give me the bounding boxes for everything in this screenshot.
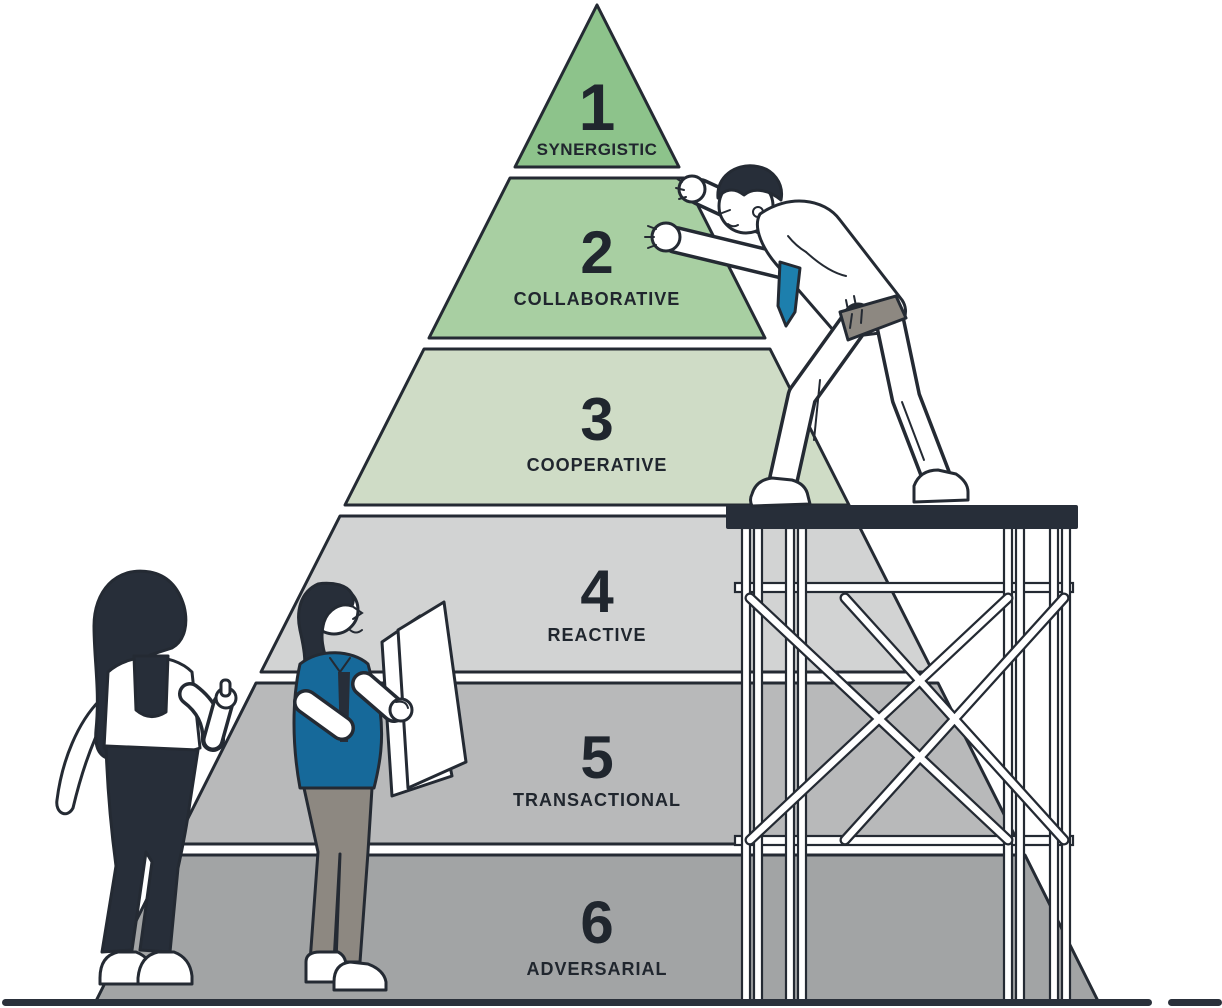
scaffold-rail-lower (733, 834, 1075, 847)
documents (396, 600, 468, 790)
woman-shoe (136, 950, 194, 986)
scaffold-post (1014, 526, 1026, 1005)
scaffold (726, 505, 1078, 1005)
man-pushing-shoe (912, 468, 970, 504)
man-pushing-tie (776, 260, 802, 328)
man-documents-hair (297, 581, 355, 674)
scaffold-post (796, 526, 808, 1005)
scaffold-cross-braces (744, 592, 1070, 846)
level-6-number: 6 (580, 889, 613, 956)
pyramid: 1 SYNERGISTIC 2 COLLABORATIVE 3 COOPERAT… (93, 3, 1101, 1005)
scaffold-platform (726, 505, 1078, 529)
level-3-label: COOPERATIVE (527, 455, 668, 475)
level-1-number: 1 (579, 70, 616, 144)
man-pushing-figure (644, 164, 970, 508)
scaffold-post (784, 526, 796, 1005)
level-2-label: COLLABORATIVE (514, 289, 681, 309)
pyramid-level-1 (513, 3, 681, 169)
level-5-label: TRANSACTIONAL (513, 790, 681, 810)
level-4-number: 4 (580, 558, 614, 625)
level-1-label: SYNERGISTIC (537, 140, 658, 159)
level-3-number: 3 (580, 386, 613, 453)
scaffold-rail-upper (733, 581, 1075, 594)
woman-figure (55, 569, 238, 986)
man-pushing-hair (716, 164, 784, 202)
man-documents-shoe (332, 960, 388, 992)
level-2-number: 2 (580, 219, 613, 286)
pyramid-level-2 (427, 176, 767, 340)
pushing-hand-lower (650, 221, 682, 253)
woman-pants (100, 744, 200, 954)
man-with-documents-figure (292, 581, 468, 992)
man-documents-pants (302, 786, 374, 964)
man-pushing-shoe (749, 476, 812, 508)
ground-line (2, 999, 1222, 1006)
level-5-number: 5 (580, 724, 613, 791)
level-4-label: REACTIVE (547, 625, 646, 645)
level-6-label: ADVERSARIAL (526, 959, 667, 979)
